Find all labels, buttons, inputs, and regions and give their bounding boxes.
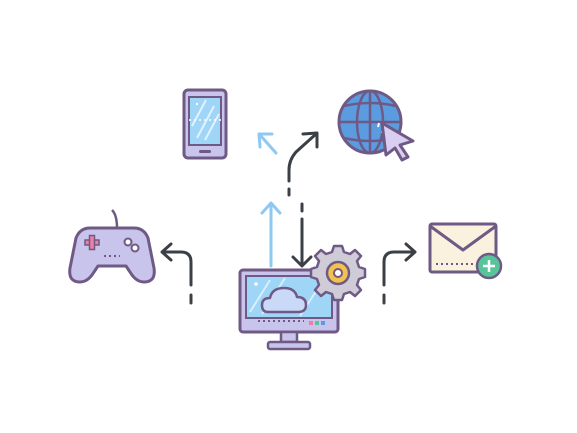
arrow-to-phone xyxy=(257,132,278,155)
globe-cursor-icon xyxy=(337,89,415,162)
download-arrow xyxy=(291,202,313,268)
arrow-to-email xyxy=(382,242,417,305)
smartphone-icon xyxy=(182,88,228,160)
connection-arrows xyxy=(160,131,417,305)
settings-gear-icon xyxy=(309,244,367,302)
upload-arrow xyxy=(260,201,282,268)
email-add-icon xyxy=(428,222,503,280)
arrow-to-controller xyxy=(160,242,193,305)
game-controller-icon xyxy=(68,209,156,284)
arrow-to-globe xyxy=(287,131,319,197)
